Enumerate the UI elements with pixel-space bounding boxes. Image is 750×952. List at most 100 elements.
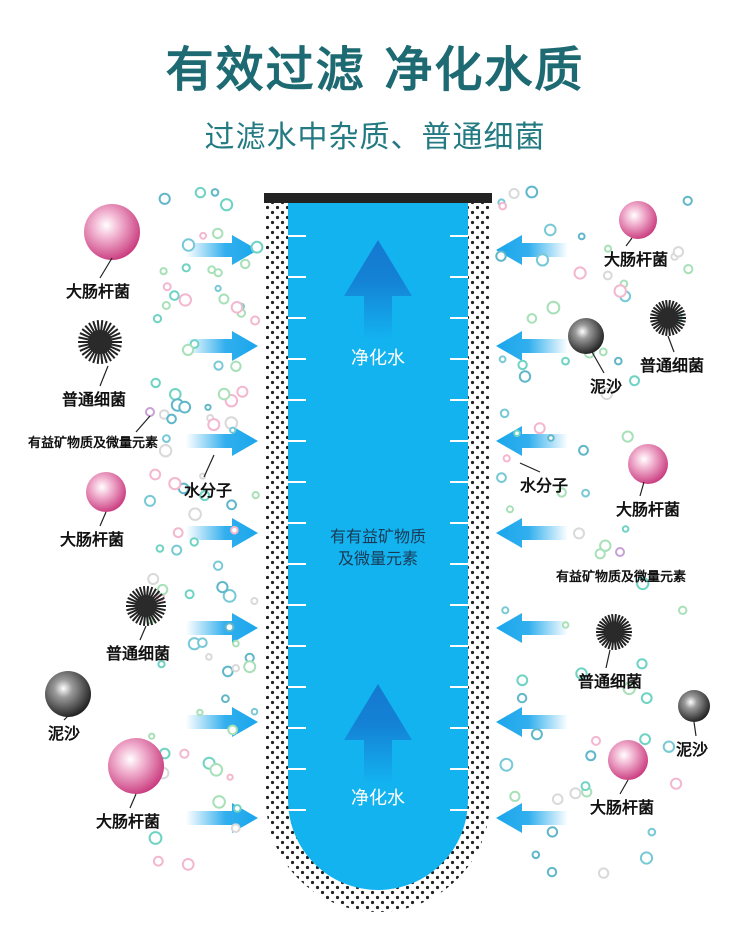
water-molecule-icon [216, 581, 229, 594]
leader-line [625, 237, 633, 247]
water-molecule-icon [209, 763, 224, 777]
water-molecule-icon [621, 430, 634, 443]
water-molecule-icon [573, 527, 585, 540]
water-molecule-icon [495, 250, 507, 262]
water-molecule-icon [172, 527, 184, 539]
water-molecule-icon [636, 658, 648, 670]
water-molecule-icon [498, 355, 507, 364]
water-molecule-icon [188, 507, 202, 522]
water-molecule-icon [232, 639, 240, 648]
water-molecule-icon [518, 370, 532, 383]
label-sand-right-2: 泥沙 [676, 740, 709, 759]
label-mineral-right: 有益矿物质及微量元素 [556, 570, 687, 585]
water-molecule-icon [647, 827, 657, 837]
label-bacteria-right-1: 普通细菌 [640, 356, 705, 375]
arrow-left-icon [496, 518, 568, 548]
leader-line [99, 365, 109, 387]
water-molecule-icon [498, 201, 508, 211]
water-molecule-icon [683, 264, 694, 275]
water-molecule-icon [147, 573, 160, 585]
ecoli-icon [86, 472, 126, 512]
water-molecule-icon [230, 301, 244, 314]
leader-line [99, 257, 113, 279]
water-molecule-icon [496, 472, 507, 484]
water-molecule-icon [614, 356, 623, 366]
water-molecule-icon [516, 692, 528, 704]
water-molecule-icon [250, 597, 259, 605]
water-molecule-icon [508, 188, 520, 199]
water-molecule-icon [152, 314, 163, 324]
water-molecule-icon [230, 823, 241, 833]
label-mineral-left: 有益矿物质及微量元素 [28, 436, 159, 451]
water-molecule-icon [600, 387, 614, 401]
water-molecule-icon [636, 576, 650, 591]
water-molecule-icon [222, 665, 234, 678]
leader-line [667, 335, 675, 353]
water-molecule-icon [162, 282, 172, 292]
page-subtitle: 过滤水中杂质、普通细菌 [204, 120, 546, 155]
water-molecule-icon [613, 284, 627, 298]
water-molecule-icon [168, 477, 182, 491]
water-molecule-icon [218, 293, 230, 305]
water-molecule-icon [516, 674, 529, 687]
water-molecule-icon [640, 692, 653, 704]
leader-line [99, 511, 107, 527]
tube-label-bottom: 净化水 [351, 788, 405, 809]
water-molecule-icon [231, 664, 241, 673]
leader-line [129, 793, 137, 809]
label-ecoli-left-3: 大肠杆菌 [96, 812, 161, 831]
ecoli-icon [608, 740, 648, 780]
water-molecule-icon [156, 583, 169, 596]
water-molecule-icon [546, 826, 559, 838]
water-molecule-icon [251, 491, 260, 500]
water-molecule-icon [561, 356, 570, 366]
arrow-left-icon [496, 235, 568, 265]
water-molecule-icon [230, 360, 242, 372]
sand-icon [45, 671, 91, 717]
water-molecule-icon [169, 290, 180, 301]
leader-line [519, 462, 541, 473]
water-molecule-icon [181, 238, 196, 252]
water-molecule-icon [162, 434, 171, 444]
water-molecule-icon [212, 227, 224, 240]
water-molecule-icon [161, 301, 171, 310]
water-molecule-icon [580, 781, 591, 792]
water-molecule-icon [159, 267, 168, 276]
water-molecule-icon [155, 544, 165, 553]
water-molecule-icon [226, 499, 238, 511]
leader-line [135, 415, 151, 433]
water-molecule-icon [199, 472, 207, 480]
bacteria-icon [78, 319, 122, 365]
tube-label-mid: 有有益矿物质 及微量元素 [298, 526, 458, 570]
water-molecule-icon [250, 240, 264, 254]
water-molecule-icon [526, 313, 538, 324]
tube-label-top: 净化水 [351, 348, 405, 369]
arrow-left-icon [496, 331, 568, 361]
water-molecule-icon [639, 733, 651, 746]
water-molecule-icon [670, 777, 683, 790]
water-molecule-icon [499, 408, 510, 419]
water-molecule-icon [629, 375, 640, 387]
water-molecule-icon [517, 359, 528, 371]
water-molecule-icon [585, 750, 597, 762]
water-molecule-icon [158, 444, 173, 458]
arrow-left-icon [496, 613, 568, 643]
label-ecoli-right-3: 大肠杆菌 [590, 798, 655, 817]
water-molecule-icon [250, 707, 259, 716]
label-ecoli-left-1: 大肠杆菌 [66, 282, 131, 301]
water-molecule-icon [546, 866, 558, 878]
water-molecule-icon [205, 653, 213, 661]
water-molecule-icon [212, 795, 226, 809]
water-molecule-icon [214, 284, 222, 292]
water-molecule-icon [204, 403, 212, 411]
leader-line [203, 454, 215, 478]
water-molecule-icon [531, 850, 541, 860]
tube-cap [264, 193, 492, 203]
leader-line [139, 625, 147, 641]
up-arrow-top [344, 240, 412, 340]
water-molecule-icon [210, 188, 220, 197]
water-molecule-icon [662, 740, 676, 753]
leader-line [619, 779, 629, 795]
water-molecule-icon [243, 660, 257, 674]
water-molecule-icon [178, 400, 192, 414]
